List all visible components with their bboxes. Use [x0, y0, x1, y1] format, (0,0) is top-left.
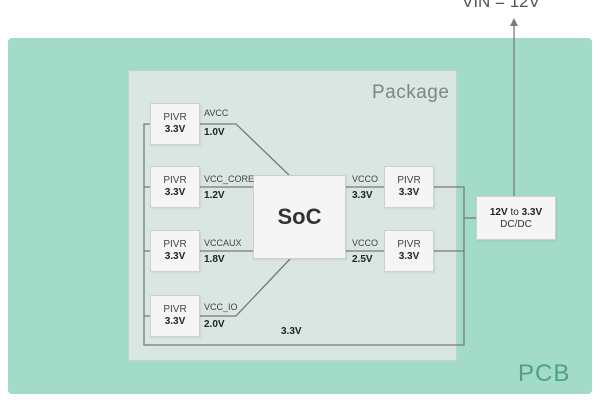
pivr-left-2: PIVR 3.3V [150, 166, 200, 208]
pivr-voltage: 3.3V [398, 251, 420, 262]
soc-block: SoC [253, 175, 346, 259]
soc-label: SoC [277, 204, 322, 229]
pivr-name: PIVR [163, 112, 187, 123]
rail-name-avcc: AVCC [204, 108, 229, 118]
rail-name-io: VCC_IO [204, 302, 238, 312]
rail-voltage-avcc: 1.0V [204, 127, 225, 138]
rail-name-core: VCC_CORE [204, 174, 255, 184]
pivr-voltage: 3.3V [164, 187, 186, 198]
dcdc-type: DC/DC [500, 218, 532, 230]
package-label: Package [372, 82, 450, 103]
dcdc-conversion: 12V to 3.3V [489, 206, 543, 218]
rail-voltage-aux: 1.8V [204, 254, 225, 265]
pivr-left-4: PIVR 3.3V [150, 295, 200, 337]
vin-arrow [510, 18, 518, 26]
pivr-name: PIVR [397, 175, 421, 186]
rail-voltage-vcco-2: 2.5V [352, 254, 373, 265]
bus-voltage: 3.3V [281, 326, 302, 337]
pivr-left-3: PIVR 3.3V [150, 230, 200, 272]
pivr-name: PIVR [397, 239, 421, 250]
rail-voltage-core: 1.2V [204, 190, 225, 201]
pivr-voltage: 3.3V [164, 124, 186, 135]
vin-label: VIN = 12V [462, 0, 540, 11]
dcdc-converter: 12V to 3.3V DC/DC [476, 196, 556, 240]
rail-voltage-vcco-1: 3.3V [352, 190, 373, 201]
rail-name-vcco-1: VCCO [352, 174, 379, 184]
rail-voltage-io: 2.0V [204, 319, 225, 330]
pivr-name: PIVR [163, 304, 187, 315]
pivr-name: PIVR [163, 239, 187, 250]
rail-avcc-wire [200, 123, 291, 177]
pivr-voltage: 3.3V [398, 187, 420, 198]
pivr-name: PIVR [163, 175, 187, 186]
pivr-voltage: 3.3V [164, 251, 186, 262]
left-feed-bus [143, 123, 430, 346]
pivr-right-2: PIVR 3.3V [384, 230, 434, 272]
rail-name-vcco-2: VCCO [352, 238, 379, 248]
pivr-voltage: 3.3V [164, 316, 186, 327]
pcb-label: PCB [518, 360, 571, 387]
rail-io-wire [200, 258, 291, 317]
rail-name-aux: VCCAUX [204, 238, 242, 248]
pivr-left-1: PIVR 3.3V [150, 103, 200, 145]
right-feed-bus [430, 186, 465, 346]
pivr-right-1: PIVR 3.3V [384, 166, 434, 208]
